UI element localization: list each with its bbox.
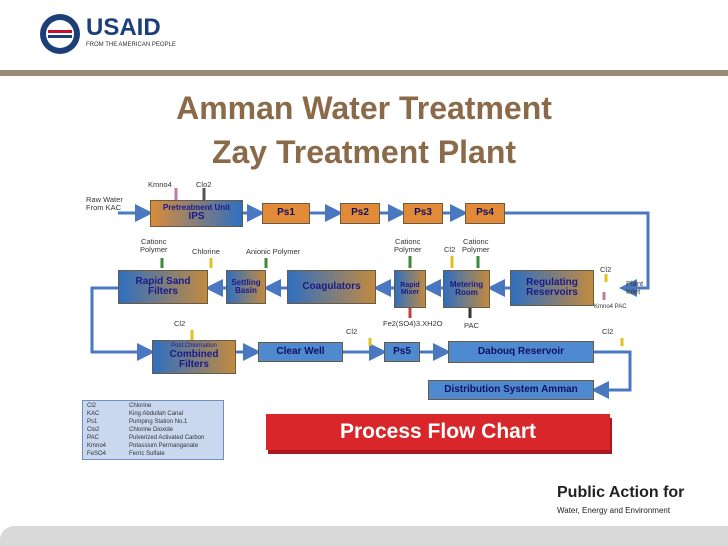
usaid-logo-text: USAID (86, 14, 161, 41)
dabouq-reservoir-box: Dabouq Reservoir (448, 341, 594, 363)
ps1-box: Ps1 (262, 203, 310, 224)
footer-logo-line1: Public Action for (557, 484, 685, 501)
header-bar (0, 0, 728, 70)
page-title-line2: Zay Treatment Plant (211, 134, 517, 170)
page-title-line1: Amman Water Treatment (176, 90, 552, 126)
clear-well-box: Clear Well (258, 342, 343, 362)
coagulators-box: Coagulators (287, 270, 376, 304)
chlorine-label: Chlorine (192, 247, 220, 256)
fe2-label: Fe2(SO4)3.XH2O (383, 319, 443, 328)
usaid-logo-subtext: FROM THE AMERICAN PEOPLE (86, 42, 176, 48)
usaid-seal-icon (40, 14, 80, 54)
cl2-row3-mid-label: Cl2 (346, 327, 358, 336)
footer-logo-line2: Water, Energy and Environment (557, 506, 671, 515)
cl2-right-label: Cl2 (600, 265, 612, 274)
footer-band (0, 526, 728, 546)
process-flow-chart-banner: Process Flow Chart (266, 414, 610, 450)
distribution-system-box: Distribution System Amman (428, 380, 594, 400)
ps4-box: Ps4 (465, 203, 505, 224)
ps3-box: Ps3 (403, 203, 443, 224)
pretreatment-unit-box: Pretreatment Unit IPS (150, 200, 243, 227)
ps2-box: Ps2 (340, 203, 380, 224)
kmno4-pac-label: Kmno4 PAC (594, 304, 627, 310)
header-divider (0, 70, 728, 76)
cl2-row3-left-label: Cl2 (174, 319, 186, 328)
ps5-box: Ps5 (384, 342, 420, 362)
anionic-polymer-label: Anionic Polymer (246, 247, 301, 256)
pac-label: PAC (464, 321, 479, 330)
usaid-logo: USAID FROM THE AMERICAN PEOPLE (38, 12, 178, 56)
kmno4-top-label: Kmno4 (148, 180, 172, 189)
cl2-mid-label: Cl2 (444, 245, 456, 254)
clo2-top-label: Clo2 (196, 180, 212, 189)
combined-filters-box: Post Chlorination Combined Filters (152, 340, 236, 374)
cl2-row3-right-label: Cl2 (602, 327, 614, 336)
